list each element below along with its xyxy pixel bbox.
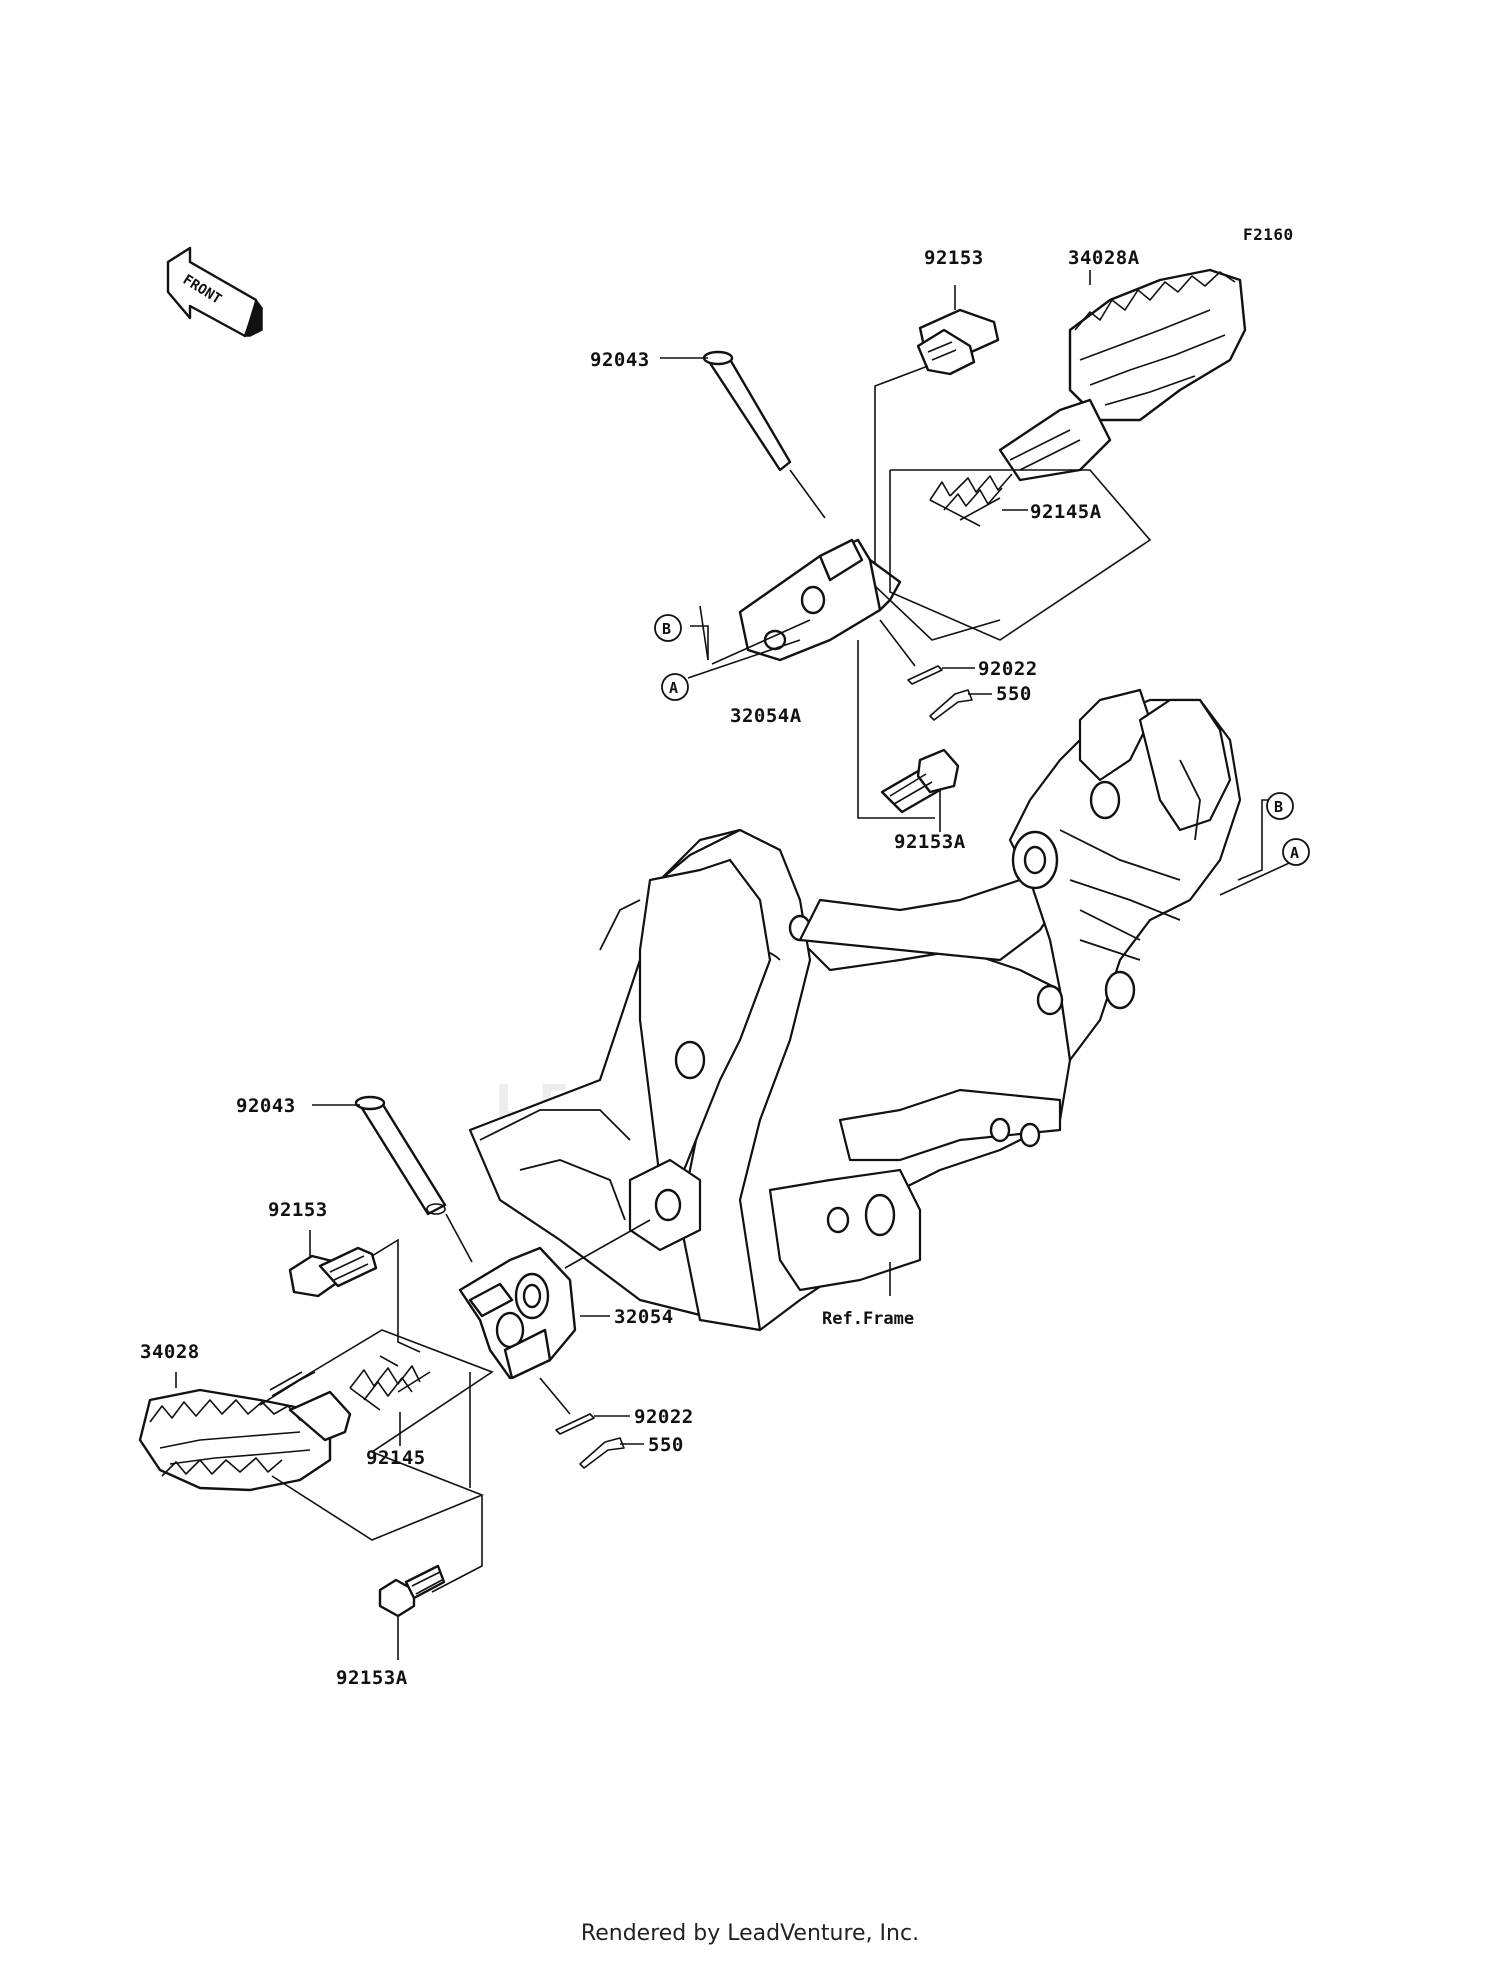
flange-bolt-92153A-upper (880, 748, 960, 814)
spring-92145 (349, 1355, 431, 1411)
spring-92145A (929, 473, 1013, 527)
label-92043-lower: 92043 (236, 1095, 296, 1117)
svg-text:A: A (669, 679, 678, 697)
svg-text:B: B (1274, 798, 1283, 816)
bolt-92153-upper (916, 308, 1000, 376)
pin-92043-upper (702, 350, 792, 472)
label-92153-upper: 92153 (924, 247, 984, 269)
label-92145A: 92145A (1030, 501, 1102, 523)
footpeg-34028A (998, 268, 1247, 482)
frame-reference-drawing (468, 688, 1242, 1332)
cotter-550-upper (929, 689, 973, 721)
label-34028A: 34028A (1068, 247, 1140, 269)
callout-b-upper: B (654, 614, 682, 642)
pin-92043-lower (354, 1095, 447, 1216)
label-34028: 34028 (140, 1341, 200, 1363)
bracket-32054 (458, 1246, 577, 1380)
svg-text:B: B (662, 620, 671, 638)
label-ref-frame: Ref.Frame (822, 1309, 914, 1329)
front-direction-arrow-icon: FRONT (166, 246, 263, 338)
svg-text:A: A (1290, 844, 1299, 862)
label-92145: 92145 (366, 1447, 426, 1469)
washer-92022-upper (907, 665, 943, 685)
footpeg-34028 (138, 1388, 352, 1492)
flange-bolt-92153A-lower (378, 1564, 446, 1618)
callout-b-frame: B (1266, 792, 1294, 820)
label-92153-lower: 92153 (268, 1199, 328, 1221)
label-92153A-upper: 92153A (894, 831, 966, 853)
bracket-32054A (738, 538, 902, 662)
washer-92022-lower (555, 1413, 595, 1435)
label-92022-lower: 92022 (634, 1406, 694, 1428)
diagram-code: F2160 (1243, 225, 1294, 244)
callout-a-upper: A (661, 673, 689, 701)
label-92153A-lower: 92153A (336, 1667, 408, 1689)
label-92022-upper: 92022 (978, 658, 1038, 680)
label-550-upper: 550 (996, 683, 1032, 705)
cotter-550-lower (579, 1437, 625, 1469)
callout-a-frame: A (1282, 838, 1310, 866)
label-92043-upper: 92043 (590, 349, 650, 371)
label-32054A: 32054A (730, 705, 802, 727)
footer-credit: Rendered by LeadVenture, Inc. (580, 1921, 920, 1946)
bolt-92153-lower (288, 1246, 378, 1298)
label-550-lower: 550 (648, 1434, 684, 1456)
label-32054: 32054 (614, 1306, 674, 1328)
